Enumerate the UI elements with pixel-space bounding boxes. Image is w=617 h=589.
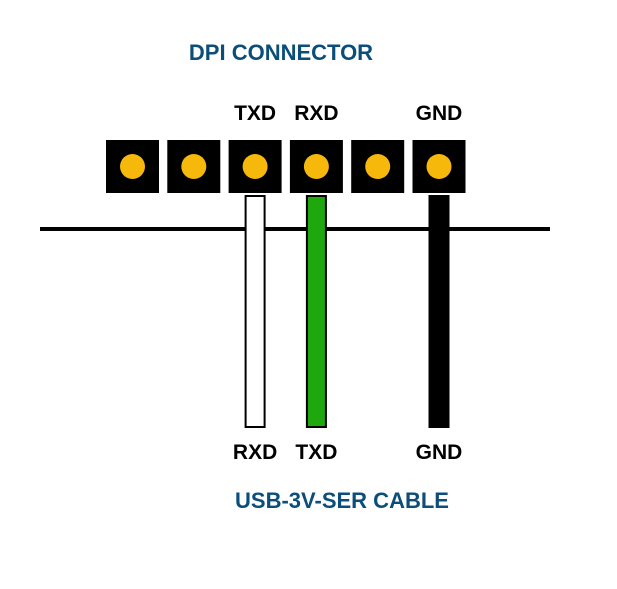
pin-6 bbox=[412, 140, 466, 193]
pin-label-gnd: GND bbox=[416, 102, 463, 125]
pin-5-contact bbox=[365, 154, 391, 179]
wire-txd bbox=[305, 195, 327, 428]
pin-4 bbox=[289, 140, 343, 193]
connector-title: DPI CONNECTOR bbox=[189, 40, 373, 65]
cable-wires bbox=[244, 195, 450, 428]
wire-label-gnd: GND bbox=[416, 441, 463, 464]
wire-gnd bbox=[428, 195, 450, 428]
pin-4-contact bbox=[303, 154, 329, 179]
pin-label-rxd: RXD bbox=[294, 102, 338, 125]
wire-labels: RXD TXD GND bbox=[233, 441, 462, 464]
pin-2-contact bbox=[181, 154, 207, 179]
pin-2 bbox=[167, 140, 221, 193]
pin-3 bbox=[228, 140, 282, 193]
pin-5 bbox=[351, 140, 405, 193]
cable-title: USB-3V-SER CABLE bbox=[235, 488, 449, 513]
wire-rxd bbox=[244, 195, 266, 428]
pin-3-contact bbox=[242, 154, 268, 179]
pin-6-contact bbox=[426, 154, 452, 179]
pin-labels: TXD RXD GND bbox=[234, 102, 462, 125]
wire-label-txd: TXD bbox=[295, 441, 337, 464]
pin-label-txd: TXD bbox=[234, 102, 276, 125]
pin-1 bbox=[106, 140, 159, 193]
pin-1-contact bbox=[120, 154, 145, 179]
connector-pins bbox=[106, 140, 466, 193]
wire-label-rxd: RXD bbox=[233, 441, 277, 464]
